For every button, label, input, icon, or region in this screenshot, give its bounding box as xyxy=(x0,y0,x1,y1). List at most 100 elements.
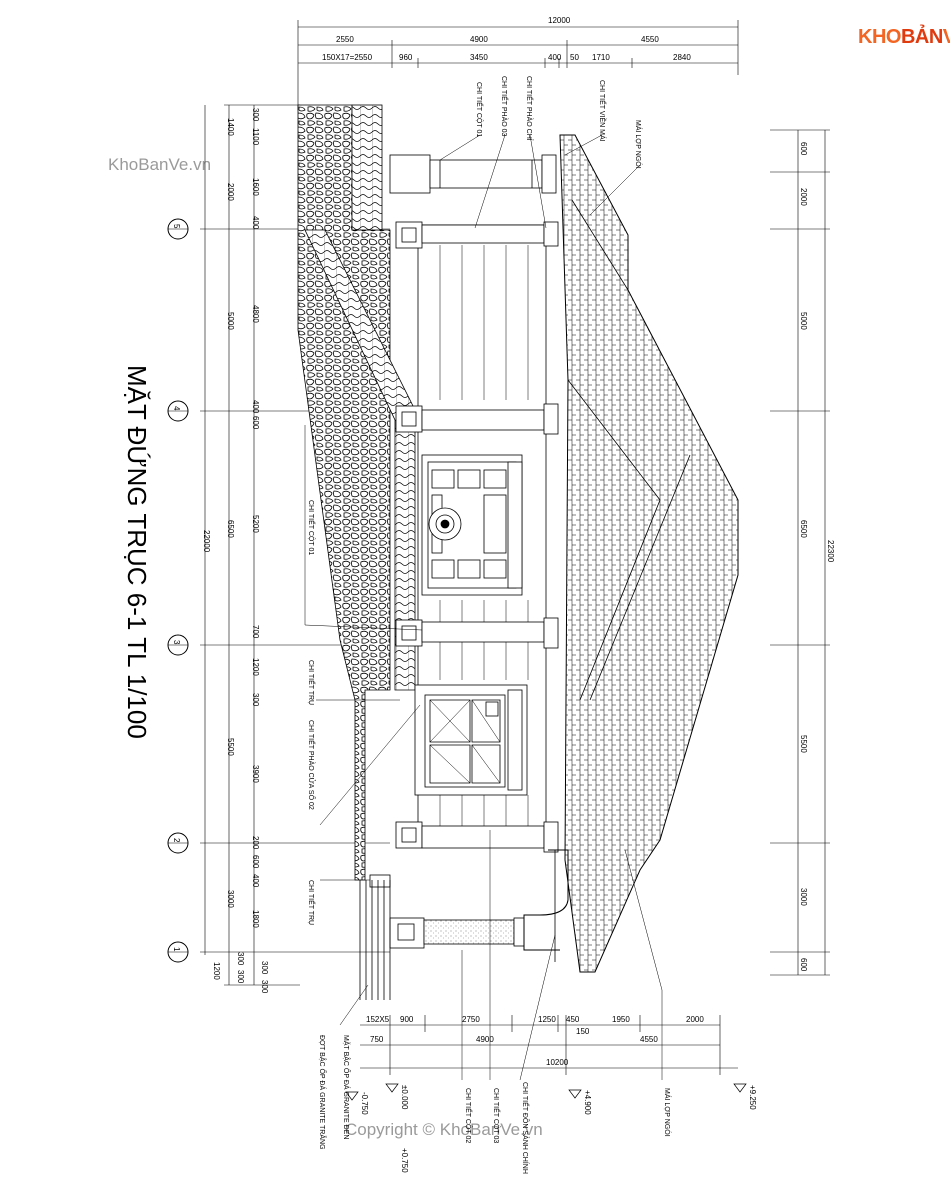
dim-right-span-5: 5500 xyxy=(799,735,808,753)
dim-left-inner-6: 400 xyxy=(251,400,260,414)
note-dot-bac: ĐỢT BẬC ỐP ĐÁ GRANITE TRẮNG xyxy=(318,1035,328,1150)
column-top-1 xyxy=(389,154,557,194)
note-cot01-a: CHI TIẾT CỘT 01 xyxy=(475,82,485,137)
dim-left-inner-11: 300 xyxy=(251,693,260,707)
main-door xyxy=(421,454,523,596)
building-elevation xyxy=(297,104,739,1000)
dim-bottom-r1b: 150 xyxy=(576,1027,590,1036)
dim-bottom-r2-b: 4900 xyxy=(476,1035,494,1044)
dim-top-r3-d: 400 xyxy=(548,53,562,62)
dim-left-inner-1: 300 xyxy=(251,108,260,122)
dim-top-r3-e: 50 xyxy=(570,53,579,62)
dim-top-r3-a: 150X17=2550 xyxy=(322,53,373,62)
note-cot01-b: CHI TIẾT CỘT 01 xyxy=(307,500,317,555)
dim-top-r3-b: 960 xyxy=(399,53,413,62)
column-axis-3 xyxy=(395,617,559,649)
left-dim-labels: 22000 2000 5000 6500 5500 3000 1200 1400… xyxy=(202,108,269,994)
note-phao03: CHI TIẾT PHÀO 03 xyxy=(500,76,510,137)
roof-hips xyxy=(567,199,691,701)
axis-4: 4 xyxy=(167,400,189,422)
annotation-labels: CHI TIẾT CỘT 01 CHI TIẾT PHÀO 03 CHI TIẾ… xyxy=(307,76,672,1174)
dim-left-inner-8: 5200 xyxy=(251,515,260,533)
dim-top-overall: 12000 xyxy=(548,16,571,25)
column-axis-5 xyxy=(395,221,559,249)
dim-left-inner-19: 300 xyxy=(260,961,269,975)
bottom-dim-labels: 152X5 900 2750 1250 450 1950 2000 150 75… xyxy=(366,1015,704,1067)
logo-text-b: BẢN xyxy=(900,26,943,48)
window xyxy=(414,684,528,796)
dim-left-inner-5: 4800 xyxy=(251,305,260,323)
level-minus-0750: -0.750 xyxy=(360,1092,369,1115)
note-mat-bac: MẶT BẬC ỐP ĐÁ GRANITE ĐEN xyxy=(342,1035,352,1139)
axis-markers: 5 4 3 2 1 xyxy=(167,218,189,963)
dim-left-inner-13: 200 xyxy=(251,836,260,850)
dim-left-span-3: 6500 xyxy=(226,520,235,538)
dim-top-r2-a: 2550 xyxy=(336,35,354,44)
roof xyxy=(559,134,739,973)
axis-1: 1 xyxy=(167,941,189,963)
dim-left-inner-9: 700 xyxy=(251,625,260,639)
top-dim-labels: 12000 2550 4900 4550 150X17=2550 960 345… xyxy=(322,16,691,62)
dim-left-inner-2: 1100 xyxy=(251,128,260,146)
dim-top-r3-c: 3450 xyxy=(470,53,488,62)
axis-label-4: 4 xyxy=(172,406,181,411)
note-tru-b: CHI TIẾT TRỤ xyxy=(307,880,317,925)
level-markers: -0.750 ±0.000 +0.750 +4.900 +9.250 xyxy=(345,1083,757,1173)
level-plus-0750: +0.750 xyxy=(400,1148,409,1173)
dim-bottom-overall: 10200 xyxy=(546,1058,569,1067)
note-mai-ngoi-bottom: MÁI LỢP NGÓI xyxy=(663,1088,672,1137)
axis-5: 5 xyxy=(167,218,189,240)
right-dimensions xyxy=(770,129,830,976)
note-tru-a: CHI TIẾT TRỤ xyxy=(307,660,317,705)
note-phao-cua: CHI TIẾT PHÀO CỬA SỐ 02 xyxy=(307,720,317,810)
dim-left-overall: 22000 xyxy=(202,530,211,553)
dim-left-top: 1400 xyxy=(226,118,235,136)
dim-bottom-r1-e: 450 xyxy=(566,1015,580,1024)
columns xyxy=(389,154,559,949)
axis-2: 2 xyxy=(167,832,189,854)
dim-right-span-1: 600 xyxy=(799,142,808,156)
dim-left-inner-16: 1800 xyxy=(251,910,260,928)
dim-left-inner-14: 600 xyxy=(251,855,260,869)
level-plus-9250: +9.250 xyxy=(748,1085,757,1110)
entrance-steps xyxy=(359,874,391,1000)
dim-top-r2-c: 4550 xyxy=(641,35,659,44)
level-plus-4900: +4.900 xyxy=(583,1090,592,1115)
dim-left-inner-15: 400 xyxy=(251,874,260,888)
note-sanh-don: CHI TIẾT ĐỒN SẢNH CHÍNH xyxy=(521,1082,531,1174)
top-dimensions xyxy=(297,20,739,110)
dim-right-span-7: 600 xyxy=(799,958,808,972)
dim-top-r3-g: 2840 xyxy=(673,53,691,62)
brand-logo: KHOBẢNVẼ xyxy=(858,26,950,49)
dim-left-span-2: 5000 xyxy=(226,312,235,330)
dim-right-span-2: 2000 xyxy=(799,188,808,206)
watermark-top: KhoBanVe.vn xyxy=(108,155,211,174)
note-mai-ngoi-top: MÁI LỢP NGÓI xyxy=(634,120,643,169)
bottom-dimensions xyxy=(360,1015,738,1075)
axis-3: 3 xyxy=(167,634,189,656)
axis-label-2: 2 xyxy=(172,838,181,843)
watermark-group: KhoBanVe.vn Copyright © KhoBanVe.vn xyxy=(108,155,543,1139)
note-cot03: CHI TIẾT CỘT 03 xyxy=(492,1088,502,1143)
facade-siding xyxy=(439,245,529,830)
watermark-bottom: Copyright © KhoBanVe.vn xyxy=(345,1120,543,1139)
axis-label-1: 1 xyxy=(172,947,181,952)
dim-right-span-4: 6500 xyxy=(799,520,808,538)
column-axis-1 xyxy=(389,917,525,949)
top-balustrade xyxy=(351,104,383,231)
axis-label-5: 5 xyxy=(172,224,181,229)
note-cot02: CHI TIẾT CỘT 02 xyxy=(464,1088,474,1143)
note-phao-chi: CHI TIẾT PHÀO CHỈ xyxy=(525,76,535,141)
dim-top-r3-f: 1710 xyxy=(592,53,610,62)
dim-right-overall: 22300 xyxy=(826,540,835,563)
dim-bottom-r1-a: 152X5 xyxy=(366,1015,390,1024)
logo-text-c: VẼ xyxy=(942,26,950,48)
dim-left-inner-18: 300 xyxy=(236,970,245,984)
axis-label-3: 3 xyxy=(172,640,181,645)
portico-base xyxy=(523,849,569,951)
dim-bottom-r1-d: 1250 xyxy=(538,1015,556,1024)
dim-left-span-4: 5500 xyxy=(226,738,235,756)
logo-text-a: KHO xyxy=(858,26,901,48)
drawing-title: MẶT ĐỨNG TRỤC 6-1 TL 1/100 xyxy=(122,365,152,739)
